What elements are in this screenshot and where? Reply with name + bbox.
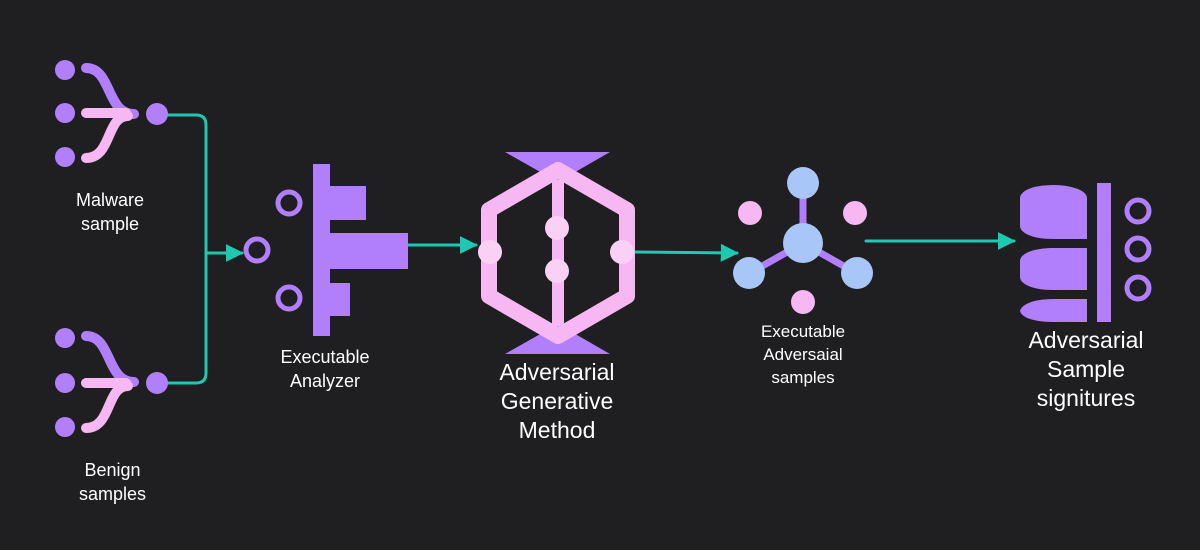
label-line: Adversarial xyxy=(499,359,615,385)
label-line: Adversarial xyxy=(1028,327,1144,353)
analyzer-icon xyxy=(243,164,408,336)
label-line: Benign xyxy=(84,460,141,480)
label-line: Adversaial xyxy=(763,345,843,364)
adversarial-sample-signatures-label: Adversarial Sample signitures xyxy=(1005,326,1167,413)
connectors xyxy=(166,113,1016,385)
merge-icon xyxy=(55,60,168,167)
label-line: samples xyxy=(78,484,147,504)
label-line: Malware xyxy=(75,190,145,210)
label-line: Method xyxy=(518,417,596,443)
connector-generative-to-samples xyxy=(631,243,739,262)
connector-malware-to-analyzer xyxy=(166,113,244,262)
malware-sample-label: Malware sample xyxy=(40,188,180,236)
executable-analyzer-label: Executable Analyzer xyxy=(250,345,400,393)
label-line: Sample xyxy=(1047,356,1125,382)
label-line: Executable xyxy=(760,322,846,341)
label-line: Executable xyxy=(280,347,370,367)
label-line: signitures xyxy=(1036,385,1136,411)
executable-adversarial-samples-label: Executable Adversaial samples xyxy=(728,320,878,389)
label-line: Generative xyxy=(500,388,614,414)
hexagon-network-icon xyxy=(478,152,635,354)
connector-benign-to-analyzer xyxy=(166,251,208,385)
adversarial-generative-method-label: Adversarial Generative Method xyxy=(477,358,637,445)
label-line: Analyzer xyxy=(289,371,361,391)
label-line: samples xyxy=(771,368,835,387)
benign-samples-label: Benign samples xyxy=(40,458,185,506)
merge-icon xyxy=(55,328,168,437)
label-line: sample xyxy=(80,214,140,234)
database-icon xyxy=(1020,183,1152,322)
hub-network-icon xyxy=(733,167,873,314)
